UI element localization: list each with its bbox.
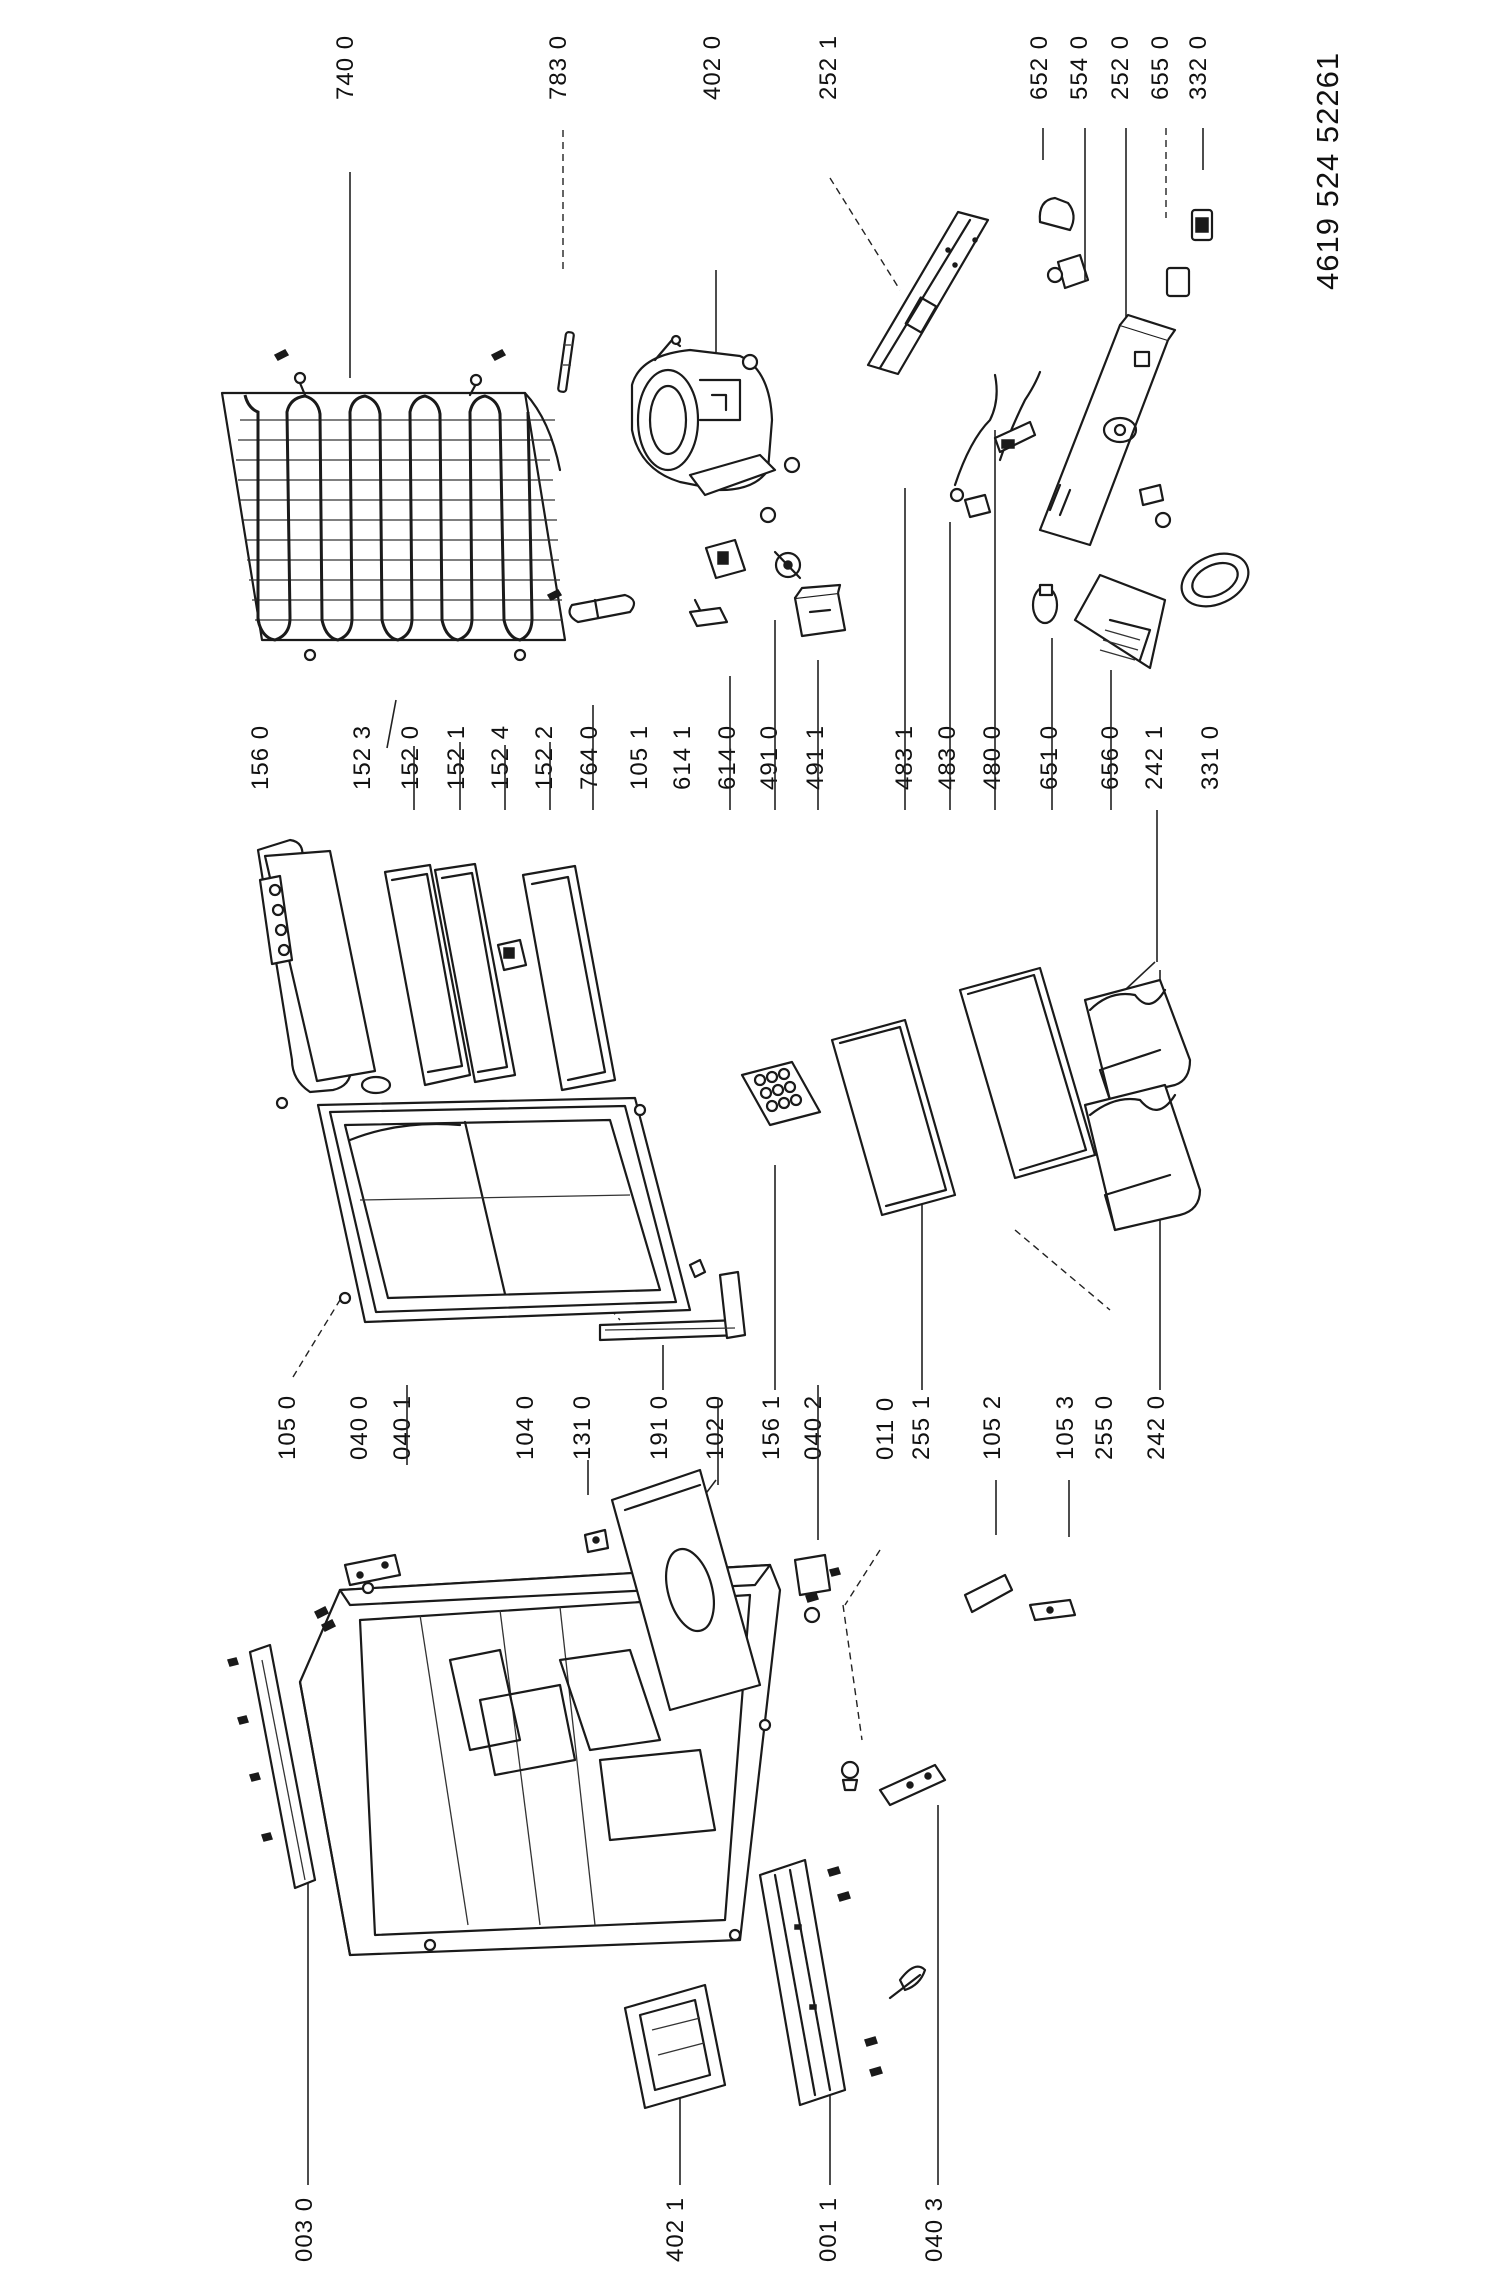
part-label: 783 0 bbox=[545, 35, 572, 100]
top-cover-strip bbox=[227, 1643, 317, 1890]
condenser-coil bbox=[220, 349, 567, 662]
part-label: 764 0 bbox=[576, 725, 603, 790]
thermostat-knob bbox=[1038, 196, 1090, 290]
part-label: 105 0 bbox=[274, 1395, 301, 1460]
part-label: 040 2 bbox=[800, 1395, 827, 1460]
part-label: 331 0 bbox=[1197, 725, 1224, 790]
overload-protector bbox=[773, 550, 802, 580]
lamp-cover bbox=[1073, 573, 1167, 670]
part-label: 242 1 bbox=[1141, 725, 1168, 790]
part-label: 255 0 bbox=[1091, 1395, 1118, 1460]
part-label: 614 0 bbox=[714, 725, 741, 790]
part-label: 040 1 bbox=[389, 1395, 416, 1460]
part-label: 491 0 bbox=[756, 725, 783, 790]
part-label: 156 0 bbox=[247, 725, 274, 790]
part-label: 651 0 bbox=[1036, 725, 1063, 790]
compressor bbox=[630, 334, 801, 524]
part-label: 105 1 bbox=[626, 725, 653, 790]
part-label: 332 0 bbox=[1185, 35, 1212, 100]
part-label: 156 1 bbox=[758, 1395, 785, 1460]
part-label: 252 1 bbox=[815, 35, 842, 100]
part-label: 614 1 bbox=[669, 725, 696, 790]
part-label: 655 0 bbox=[1147, 35, 1174, 100]
thermostat-wiring bbox=[949, 370, 1042, 519]
part-label: 152 0 bbox=[397, 725, 424, 790]
door-hinge-pin bbox=[888, 1965, 927, 2000]
glass-shelf-upper bbox=[830, 1018, 957, 1217]
part-label: 480 0 bbox=[979, 725, 1006, 790]
part-label: 483 0 bbox=[934, 725, 961, 790]
part-label: 001 1 bbox=[815, 2197, 842, 2262]
part-label: 554 0 bbox=[1066, 35, 1093, 100]
door-shelves bbox=[256, 838, 617, 1095]
part-label: 191 0 bbox=[646, 1395, 673, 1460]
egg-tray bbox=[258, 874, 294, 966]
lamp-housing bbox=[1038, 313, 1177, 547]
part-label: 131 0 bbox=[569, 1395, 596, 1460]
part-label: 252 0 bbox=[1107, 35, 1134, 100]
part-label: 152 1 bbox=[443, 725, 470, 790]
part-label: 242 0 bbox=[1143, 1395, 1170, 1460]
part-label: 102 0 bbox=[702, 1395, 729, 1460]
part-label: 402 1 bbox=[662, 2197, 689, 2262]
egg-holder bbox=[740, 1060, 822, 1127]
leader-lines bbox=[292, 128, 1204, 2185]
glass-shelf-lower bbox=[958, 966, 1097, 1180]
door-gasket-ring bbox=[1180, 552, 1250, 608]
plinth-rail bbox=[758, 1858, 883, 2107]
kick-panel-grille bbox=[623, 1983, 727, 2110]
capacitor-box bbox=[793, 583, 847, 638]
crisper-drawer-upper bbox=[1083, 978, 1192, 1102]
part-label: 255 1 bbox=[908, 1395, 935, 1460]
door-seal-strip bbox=[598, 1270, 747, 1342]
part-label: 003 0 bbox=[291, 2197, 318, 2262]
part-label: 652 0 bbox=[1026, 35, 1053, 100]
control-panel bbox=[866, 210, 990, 376]
drain-tube bbox=[557, 331, 575, 393]
part-label: 152 3 bbox=[349, 725, 376, 790]
part-label: 104 0 bbox=[512, 1395, 539, 1460]
part-label: 105 3 bbox=[1052, 1395, 1079, 1460]
hinge-top bbox=[313, 1553, 402, 1633]
hinge-middle bbox=[793, 1553, 841, 1624]
part-label: 105 2 bbox=[979, 1395, 1006, 1460]
part-label: 040 0 bbox=[346, 1395, 373, 1460]
part-label: 152 4 bbox=[487, 725, 514, 790]
hinge-bottom bbox=[878, 1763, 947, 1807]
door-stop bbox=[583, 1528, 610, 1554]
part-label: 040 3 bbox=[921, 2197, 948, 2262]
flap-hinge bbox=[1138, 483, 1165, 507]
part-label: 152 2 bbox=[531, 725, 558, 790]
document-number: 4619 524 52261 bbox=[1310, 52, 1345, 290]
lamp-switch bbox=[1165, 208, 1214, 298]
hinge-lower bbox=[963, 1573, 1077, 1622]
crisper-cover bbox=[610, 1468, 762, 1712]
leveling-foot bbox=[840, 1760, 860, 1792]
start-relay bbox=[704, 538, 747, 580]
relay-clip bbox=[688, 598, 729, 628]
door-panel bbox=[275, 1096, 707, 1324]
part-label: 491 1 bbox=[802, 725, 829, 790]
part-label: 740 0 bbox=[332, 35, 359, 100]
part-labels: 740 0 783 0 402 0 252 1 652 0 554 0 252 … bbox=[247, 35, 1224, 2262]
part-label: 402 0 bbox=[699, 35, 726, 100]
part-label: 011 0 bbox=[872, 1397, 899, 1460]
crisper-drawer-lower bbox=[1083, 1083, 1202, 1232]
lamp-bulb bbox=[1031, 511, 1172, 625]
dryer-filter bbox=[568, 593, 636, 624]
